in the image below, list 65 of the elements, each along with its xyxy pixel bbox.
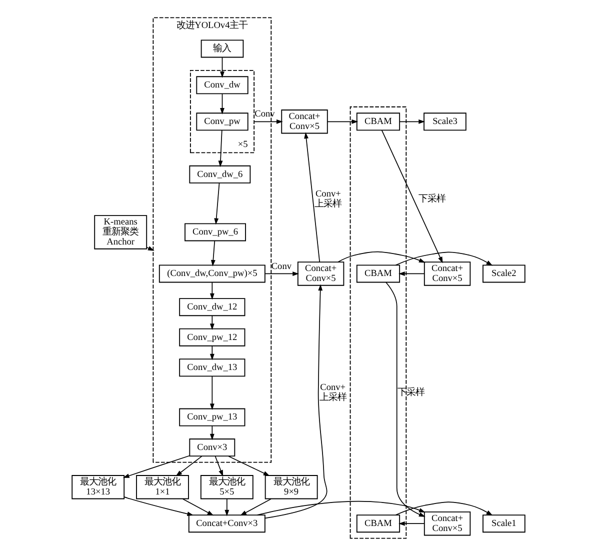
node-box: 最大池化 1×1	[136, 475, 188, 500]
arrow	[209, 376, 214, 410]
arrow	[209, 282, 214, 300]
node-box: Conv_dw_13	[178, 358, 245, 377]
node-box: Conv×3	[188, 438, 235, 457]
arrow	[214, 182, 220, 225]
node-box: Concat+ Conv×5	[280, 110, 328, 134]
node-box: Concat+ Conv×5	[423, 512, 470, 536]
arrow	[398, 521, 424, 526]
arrow	[220, 94, 224, 114]
node-box: Conv_pw_6	[184, 223, 246, 242]
arrow	[394, 502, 492, 516]
node-box: Concat+Conv×3	[188, 514, 265, 533]
node-box: Scale1	[482, 514, 525, 533]
node-box: Conv_pw_12	[178, 328, 245, 346]
arrow	[214, 456, 223, 476]
node-box: Concat+ Conv×5	[423, 262, 470, 286]
arrow	[398, 119, 424, 124]
arrow	[210, 240, 215, 266]
edge-label: Conv	[270, 262, 292, 272]
arrow	[209, 425, 214, 440]
arrow	[394, 252, 492, 266]
arrow	[209, 346, 214, 360]
arrow	[124, 496, 194, 516]
arrow	[385, 282, 425, 517]
node-box: CBAM	[356, 112, 400, 131]
node-box: Scale3	[423, 112, 466, 131]
node-box: 输入	[200, 40, 244, 58]
arrow	[220, 57, 224, 78]
arrow	[218, 130, 222, 168]
arrow	[175, 456, 202, 476]
arrow	[122, 455, 190, 478]
edge-label: Conv+ 上采样	[318, 382, 346, 403]
arrow	[264, 284, 327, 519]
arrow	[256, 501, 425, 516]
node-box: CBAM	[356, 264, 400, 283]
node-box: Conv_pw	[196, 112, 248, 131]
arrow	[304, 132, 320, 262]
node-box: Conv_pw_13	[178, 408, 245, 426]
node-box: 最大池化 9×9	[264, 475, 318, 500]
node-box: 最大池化 13×13	[71, 475, 124, 500]
arrow	[182, 498, 214, 516]
node-box: Concat+ Conv×5	[296, 262, 344, 286]
arrow	[264, 272, 298, 276]
node-box: CBAM	[356, 514, 400, 533]
node-box: Conv_dw	[196, 76, 248, 94]
arrow	[326, 119, 358, 124]
arrow	[253, 119, 282, 124]
node-box: Scale2	[482, 264, 525, 283]
arrow	[398, 272, 424, 276]
node-box: Conv_dw_12	[178, 298, 245, 316]
edge-label: 下采样	[397, 388, 424, 398]
node-box: Conv_dw_6	[188, 165, 250, 184]
edge-label: 下采样	[418, 194, 446, 205]
edge-label: Conv	[254, 110, 274, 120]
arrow	[224, 498, 229, 516]
arrow	[337, 251, 425, 263]
node-box: 最大池化 5×5	[200, 475, 253, 500]
arrow	[228, 456, 270, 476]
node-box: (Conv_dw,Conv_pw)×5	[158, 264, 265, 283]
arrow	[209, 315, 214, 330]
edge-label: Conv+ 上采样	[314, 190, 342, 210]
arrow	[240, 498, 271, 516]
node-box: K-means 重新聚类 Anchor	[94, 215, 147, 250]
arrow	[380, 130, 442, 264]
